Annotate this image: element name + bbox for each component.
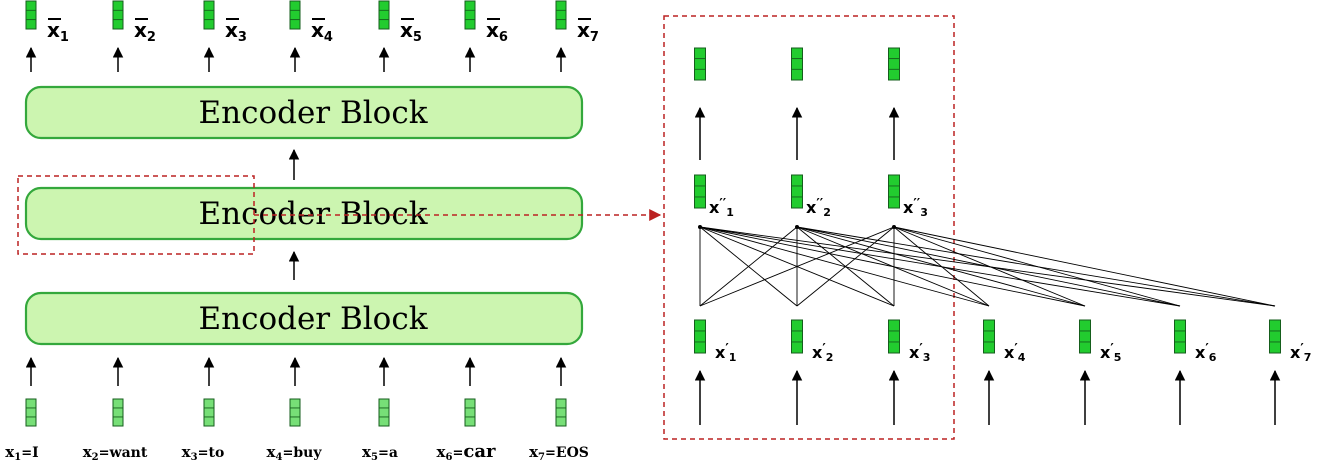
input-token-label: x2=want xyxy=(83,443,148,462)
output-embedding-7 xyxy=(555,0,567,30)
attention-input-vector-3 xyxy=(888,319,900,354)
input-token-label: x1=I xyxy=(5,443,38,462)
encoder-block-label: Encoder Block xyxy=(199,196,428,232)
attention-edge xyxy=(699,226,990,307)
detail-output-vector-1 xyxy=(694,47,706,81)
attention-input-label: x′3 xyxy=(909,342,930,364)
encoder-block-2: Encoder Block xyxy=(24,186,584,241)
attention-input-vector-1 xyxy=(694,319,706,354)
input-token-label: x7=EOS xyxy=(529,443,589,462)
output-label: x5 xyxy=(400,18,422,45)
attention-edge xyxy=(893,226,1276,307)
encoder-block-1: Encoder Block xyxy=(24,85,584,140)
encoder-block-label: Encoder Block xyxy=(199,301,428,337)
attention-input-label: x′1 xyxy=(715,342,736,364)
input-token-label: x5=a xyxy=(362,443,398,462)
output-embedding-5 xyxy=(378,0,390,30)
attention-edge xyxy=(893,226,990,307)
attention-input-vector-6 xyxy=(1174,319,1186,354)
output-label: x2 xyxy=(134,18,156,45)
input-embedding-6 xyxy=(464,398,476,427)
attention-edge xyxy=(699,226,798,307)
attention-input-vector-2 xyxy=(791,319,803,354)
output-embedding-4 xyxy=(289,0,301,30)
detail-output-vector-2 xyxy=(791,47,803,81)
attention-edge xyxy=(893,226,1181,307)
attention-input-vector-4 xyxy=(983,319,995,354)
detail-output-vector-3 xyxy=(888,47,900,81)
input-embedding-7 xyxy=(555,398,567,427)
encoder-block-label: Encoder Block xyxy=(199,95,428,131)
attention-output-label: x′′1 xyxy=(709,197,734,219)
attention-edge xyxy=(893,226,1086,307)
attention-output-label: x′′3 xyxy=(903,197,928,219)
self-attention-detail: x′′1 x′′2 x′′3 x′1 x′2 x′3 x′4 x′5 x′6 x′7 xyxy=(663,15,1311,440)
output-embedding-3 xyxy=(203,0,215,30)
detail-frame xyxy=(663,15,955,440)
output-embedding-6 xyxy=(464,0,476,30)
input-embedding-4 xyxy=(289,398,301,427)
output-label: x1 xyxy=(47,18,69,45)
attention-output-vector-1 xyxy=(694,174,706,209)
input-embedding-1 xyxy=(25,398,37,427)
attention-output-vector-2 xyxy=(791,174,803,209)
input-token-label: x6=car xyxy=(437,441,496,462)
input-token-label: x4=buy xyxy=(267,443,323,462)
attention-edge xyxy=(699,226,895,307)
output-label: x7 xyxy=(577,18,599,45)
attention-input-label: x′2 xyxy=(812,342,833,364)
attention-edge xyxy=(796,226,990,307)
attention-input-label: x′7 xyxy=(1290,342,1311,364)
output-label: x3 xyxy=(225,18,247,45)
attention-input-vector-5 xyxy=(1079,319,1091,354)
attention-output-vector-3 xyxy=(888,174,900,209)
output-label: x6 xyxy=(486,18,508,45)
attention-output-label: x′′2 xyxy=(806,197,831,219)
input-embedding-5 xyxy=(378,398,390,427)
attention-edge xyxy=(796,226,895,307)
attention-input-label: x′4 xyxy=(1004,342,1026,364)
attention-input-label: x′6 xyxy=(1195,342,1217,364)
attention-input-vector-7 xyxy=(1269,319,1281,354)
encoder-block-3: Encoder Block xyxy=(24,291,584,346)
attention-input-label: x′5 xyxy=(1100,342,1121,364)
output-embedding-1 xyxy=(25,0,37,30)
output-embedding-2 xyxy=(112,0,124,30)
output-label: x4 xyxy=(311,18,333,45)
input-token-label: x3=to xyxy=(182,443,225,462)
input-embedding-2 xyxy=(112,398,124,427)
input-embedding-3 xyxy=(203,398,215,427)
